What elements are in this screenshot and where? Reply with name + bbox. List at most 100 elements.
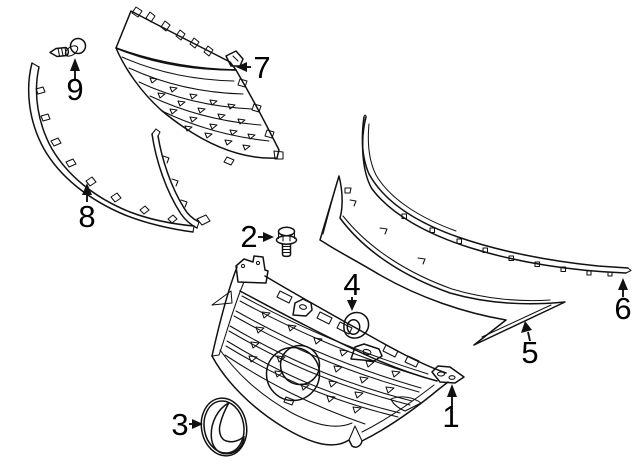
grille-rail-back-edge [264, 275, 447, 374]
molding-arm-tabs [162, 155, 188, 208]
molding-outer-edge [27, 62, 194, 233]
insert-end-bracket-slot [232, 55, 239, 62]
insert-flange-tabs [145, 11, 214, 57]
chevron-fold-line [342, 215, 551, 302]
screw-head [69, 37, 87, 55]
callout-5-number: 5 [521, 335, 538, 370]
insert-flange-outline [115, 10, 237, 71]
callout-8: 8 [78, 183, 96, 234]
strip-clip-tabs [401, 213, 613, 277]
bolt-flange [275, 235, 298, 245]
grille-left-fin [211, 290, 233, 306]
grille-bottom-inner-edge [219, 349, 435, 433]
strip-lower-edge [361, 116, 627, 274]
molding-arm-tip [151, 128, 200, 229]
grille-end-bracket-hole-2 [448, 375, 456, 380]
insert-side-tabs [223, 78, 284, 166]
grille-emblem-clip [283, 396, 295, 406]
emblem-letter-l [210, 402, 245, 455]
callout-5-arrowhead [521, 321, 532, 333]
callout-3-number: 3 [171, 407, 188, 442]
grille-emblem-ring-outer [265, 346, 321, 402]
callout-5-arrow-line [527, 331, 531, 342]
bolt-threads [281, 245, 292, 254]
chevron-blade-fold [322, 181, 338, 235]
bolt-shaft [281, 243, 292, 258]
molding-inner-edge [35, 66, 195, 227]
callout-4-number: 4 [343, 267, 360, 302]
screw-shaft [49, 46, 70, 58]
grille-left-wall-outer [211, 266, 238, 357]
callout-9-number: 9 [66, 72, 83, 107]
callout-5: 5 [521, 321, 539, 370]
callout-2-number: 2 [240, 219, 257, 254]
callout-6: 6 [614, 278, 632, 326]
emblem-ring-outer [200, 397, 248, 457]
chevron-outline [319, 175, 566, 346]
grille-mid-bracket [292, 298, 313, 317]
grille-top-bracket-hole-2 [255, 260, 261, 266]
part-3-emblem [200, 397, 248, 457]
grille-mid-bracket-hole [299, 304, 307, 310]
part-6-upper-trim-strip [361, 114, 632, 277]
callout-7: 7 [236, 50, 271, 85]
strip-end-caps [363, 114, 632, 274]
part-8-bumper-molding [27, 62, 211, 233]
grille-end-bracket-hole [436, 371, 446, 377]
callout-3-arrowhead [192, 419, 203, 429]
emblem-ring-inner [203, 400, 245, 454]
molding-arm-inner-edge [157, 135, 200, 223]
insert-slats [121, 56, 270, 142]
screw-threads [57, 47, 67, 57]
part-5-chevron-molding [319, 175, 566, 346]
part-1-grille-assembly [211, 255, 465, 448]
callout-4-arrowhead [347, 300, 357, 311]
callout-3: 3 [171, 407, 203, 442]
callout-7-arrowhead [236, 62, 247, 72]
callout-6-arrowhead [618, 278, 628, 290]
grille-top-bracket [235, 255, 269, 284]
grille-emblem-ring-inner [279, 344, 321, 386]
bolt-head-sides [277, 230, 296, 242]
insert-face-outline [115, 47, 280, 159]
strip-fold-line [367, 123, 457, 232]
part-7-lower-grille-insert [115, 6, 284, 166]
part-2-bolt [275, 226, 298, 258]
callout-7-number: 7 [253, 50, 270, 85]
callout-2-arrowhead [263, 232, 274, 242]
molding-clip-tabs [35, 86, 178, 224]
part-4-grommet [343, 311, 370, 339]
part-9-screw [49, 37, 87, 58]
callout-9-arrowhead [70, 58, 80, 71]
insert-end-bracket [225, 50, 244, 67]
grille-mount-bracket-hole [362, 348, 372, 356]
callout-8-number: 8 [78, 199, 95, 234]
molding-arm-outer-edge [151, 133, 198, 229]
grille-left-wall-inner [211, 281, 245, 357]
strip-upper-edge [361, 116, 629, 269]
grille-slats [224, 295, 429, 425]
callout-1-number: 1 [442, 399, 459, 434]
grille-slat-clips [248, 311, 401, 414]
chevron-tabs [344, 187, 426, 265]
grille-end-bracket [431, 365, 465, 384]
grille-top-bracket-hole [240, 263, 246, 269]
grommet-outer [343, 311, 370, 339]
grille-bottom-lip-fold [348, 425, 363, 442]
insert-mesh-clips [149, 77, 256, 151]
callout-2: 2 [240, 219, 274, 254]
chevron-inner-line [481, 304, 552, 338]
callout-1: 1 [442, 384, 460, 434]
callout-4: 4 [343, 267, 361, 311]
grommet-notch [362, 313, 369, 320]
insert-corner-tab [131, 6, 143, 18]
callout-9: 9 [66, 58, 84, 107]
bolt-head-top [277, 226, 296, 237]
grille-lower-fin [390, 396, 422, 412]
grommet-inner-hole [346, 319, 361, 335]
callout-1-arrowhead [447, 384, 457, 397]
callout-8-arrowhead [82, 183, 92, 195]
molding-end-caps [31, 62, 195, 233]
callout-6-number: 6 [614, 291, 631, 326]
